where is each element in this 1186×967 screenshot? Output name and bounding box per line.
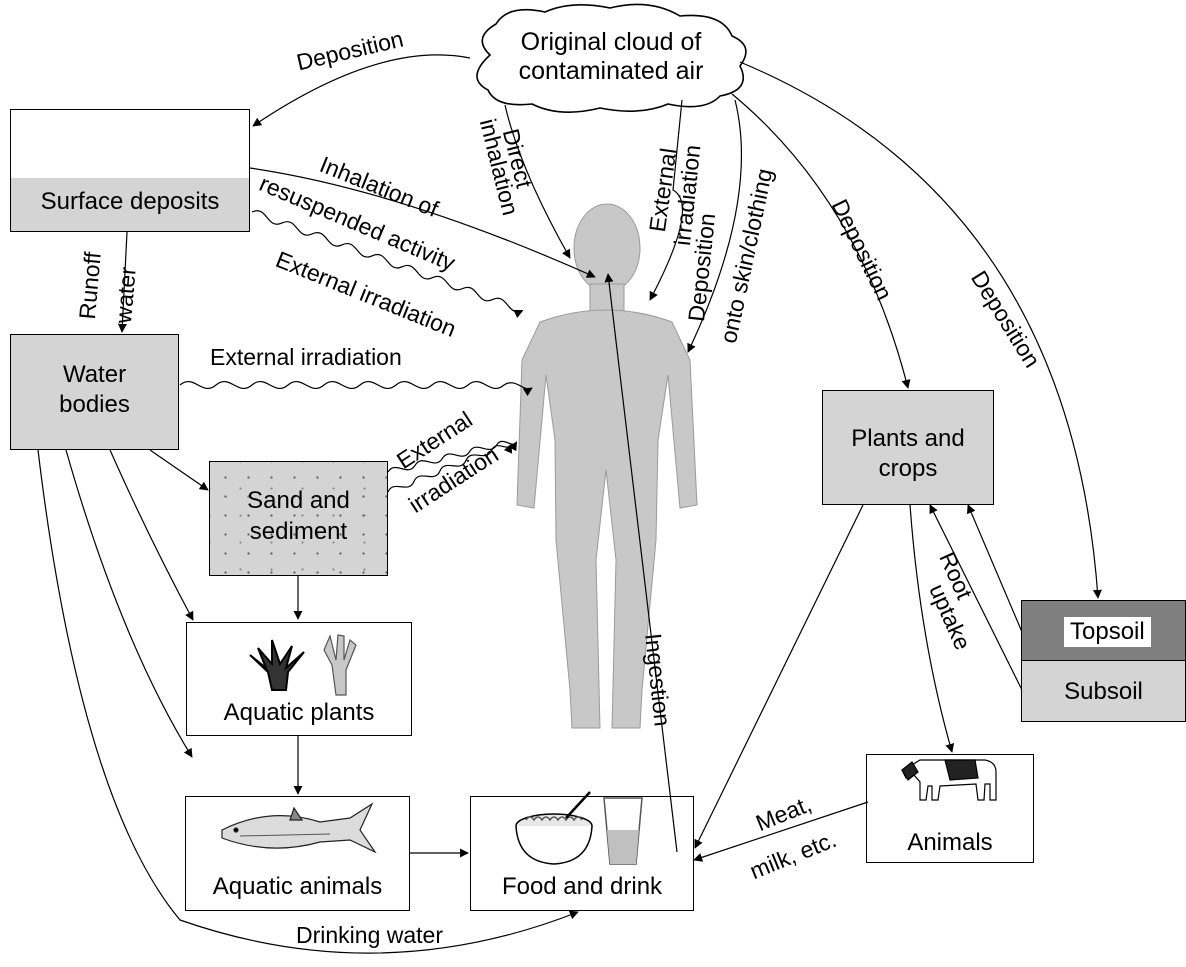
cloud-line-1: Original cloud of (520, 28, 702, 56)
glass-icon (603, 797, 643, 865)
sand-sediment-box: Sand and sediment (209, 461, 388, 576)
topsoil-box: Topsoil (1021, 600, 1186, 661)
arrow-water-aquatic-animals (65, 449, 193, 758)
arrow-external-sand-2 (387, 443, 513, 493)
cloud-line-2: contaminated air (518, 57, 704, 85)
aquatic-plants-label: Aquatic plants (223, 699, 375, 726)
animals-label: Animals (907, 829, 993, 856)
arrow-direct-inhalation (504, 104, 571, 259)
aquatic-plants-box: Aquatic plants (186, 622, 412, 736)
cloud-shape (476, 3, 747, 113)
arrow-external-water (179, 381, 533, 397)
bowl-icon (515, 791, 593, 865)
topsoil-label: Topsoil (1064, 617, 1151, 647)
water-bodies-box: Water bodies (10, 334, 179, 450)
plants-crops-label-1: Plants and (851, 425, 965, 452)
plants-crops-box: Plants and crops (822, 390, 994, 505)
arrow-water-aquatic-plants (109, 449, 194, 621)
arrow-drinking-water (37, 449, 579, 954)
sand-label-2: sediment (249, 518, 348, 545)
sea-anemone-icon (249, 639, 305, 691)
fish-icon (221, 802, 377, 854)
arrow-external-cloud (649, 99, 684, 301)
human-figure (516, 203, 698, 729)
arrow-deposition-plants (731, 93, 911, 389)
surface-deposits-box: Surface deposits (10, 109, 250, 232)
arrow-inhalation-resuspended (249, 167, 596, 278)
cow-icon (901, 759, 997, 801)
animals-box: Animals (866, 754, 1034, 863)
arrow-deposition-surface (252, 54, 471, 127)
arrow-plants-animals-land (909, 504, 955, 753)
coral-icon (323, 634, 357, 696)
surface-deposits-label: Surface deposits (40, 188, 220, 215)
sand-label-1: Sand and (247, 487, 350, 514)
food-drink-label: Food and drink (501, 873, 663, 900)
plants-crops-label-2: crops (878, 455, 938, 482)
arrow-root-uptake-2 (929, 504, 1023, 691)
arrow-ingestion (604, 273, 678, 853)
arrow-water-sand (149, 449, 209, 491)
label-ext-irr-water: External irradiation (210, 344, 402, 370)
arrow-meat-milk (693, 801, 869, 862)
label-water: water (110, 265, 141, 325)
arrow-external-sand (387, 440, 518, 473)
arrow-deposition-topsoil (739, 61, 1102, 599)
arrow-runoff (117, 231, 128, 333)
arrow-deposition-skin (687, 99, 742, 353)
subsoil-box: Subsoil (1021, 660, 1186, 722)
aquatic-animals-box: Aquatic animals (185, 796, 410, 911)
label-drinking-water: Drinking water (296, 922, 443, 948)
water-bodies-label-2: bodies (59, 391, 130, 418)
food-drink-box: Food and drink (470, 796, 694, 911)
arrow-external-surface (251, 210, 524, 318)
arrow-plants-food (694, 504, 864, 849)
subsoil-label: Subsoil (1064, 678, 1143, 705)
water-bodies-label-1: Water (62, 361, 127, 388)
arrow-root-uptake-1 (967, 504, 1023, 633)
aquatic-animals-label: Aquatic animals (212, 873, 383, 900)
